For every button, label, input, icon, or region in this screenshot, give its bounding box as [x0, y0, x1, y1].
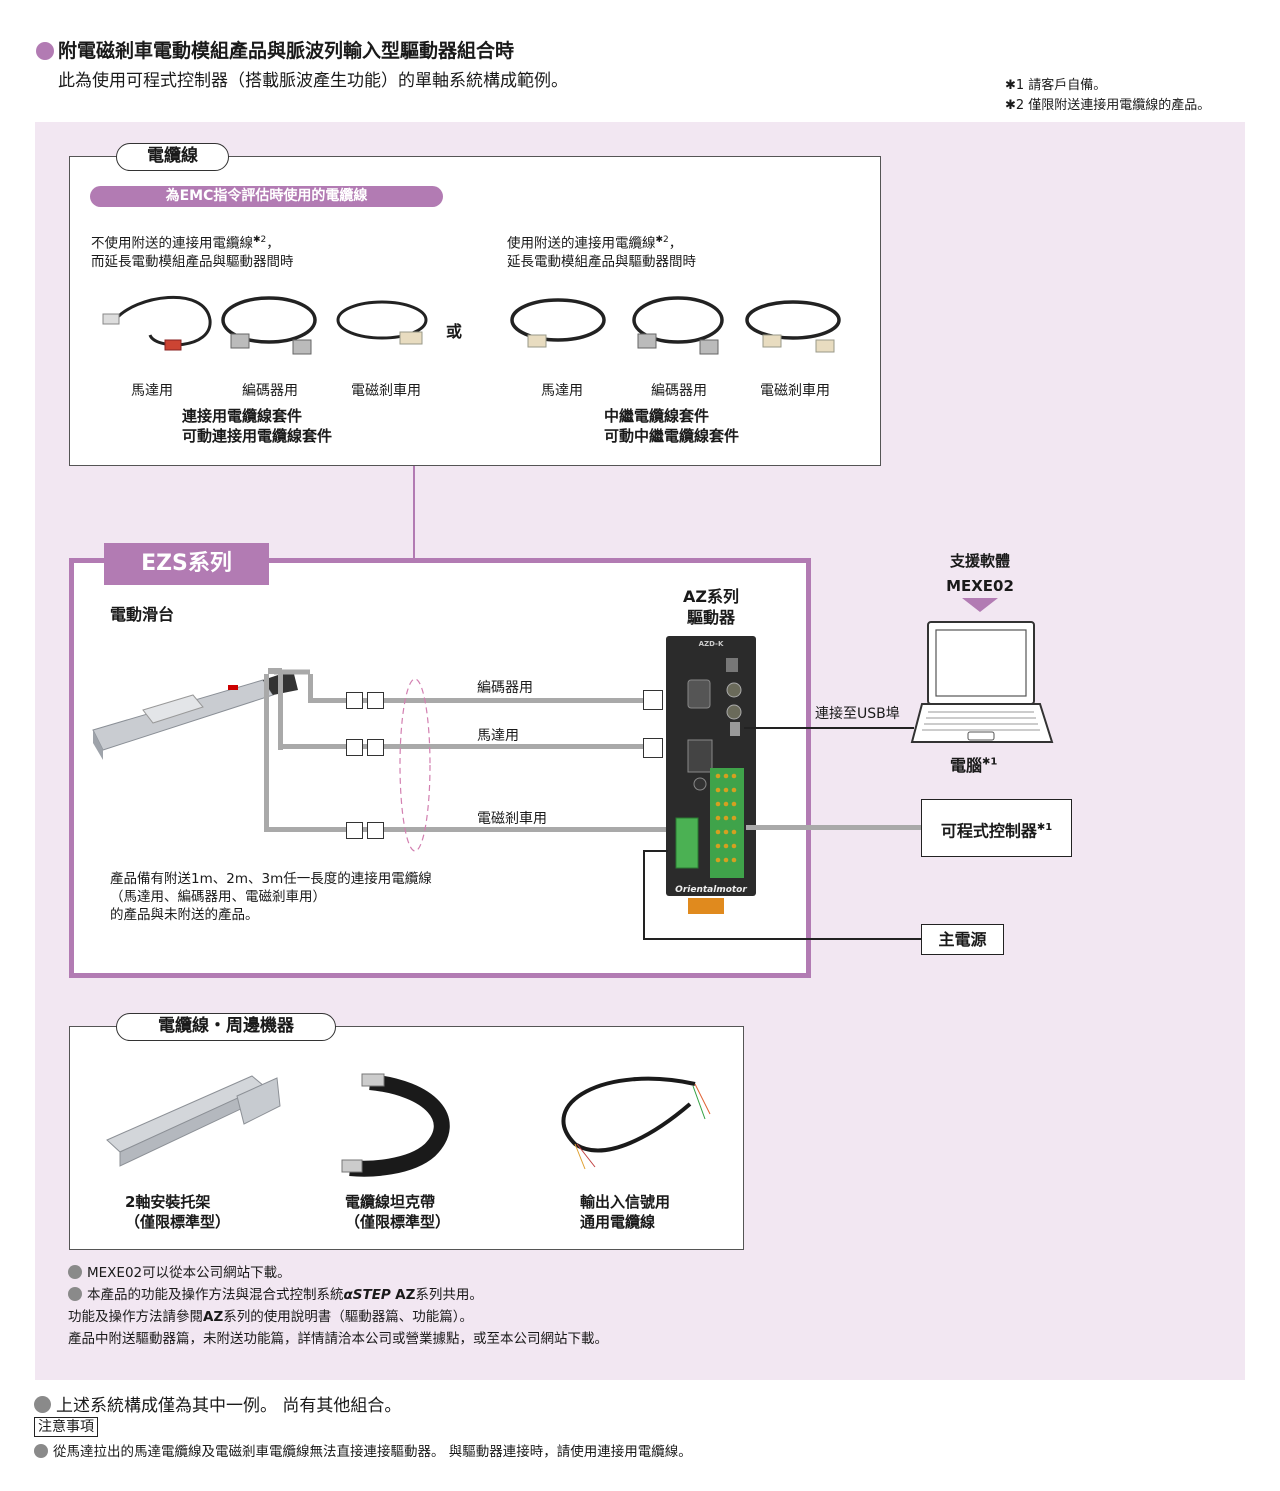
- laptop-icon: [910, 621, 1054, 743]
- note-download: 產品中附送驅動器篇，未附送功能篇，詳情請洽本公司或營業據點，或至本公司網站下載。: [68, 1331, 608, 1347]
- bottom-notes: MEXE02可以從本公司網站下載。 本產品的功能及操作方法與混合式控制系統αST…: [68, 1262, 608, 1350]
- accessories-box: [69, 1026, 744, 1250]
- line-label-encoder: 編碼器用: [477, 680, 533, 696]
- encoder-cable-drop: [308, 674, 313, 702]
- accessory-carrier-label: 電纜線坦克帶 （僅限標準型）: [345, 1193, 451, 1231]
- alpha-step-logo: αSTEP: [343, 1287, 391, 1303]
- footnote-2: ✱2 僅限附送連接用電纜線的產品。: [1005, 98, 1211, 113]
- left-label-encoder: 編碼器用: [242, 383, 298, 399]
- driver-brand-label: Orientalmotor: [675, 885, 747, 895]
- plc-box: 可程式控制器✱1: [921, 799, 1072, 857]
- footnotes: ✱1 請客戶自備。 ✱2 僅限附送連接用電纜線的產品。: [1005, 76, 1210, 116]
- left-label-brake: 電磁剎車用: [351, 383, 421, 399]
- bracket-image: [106, 1075, 281, 1167]
- encoder-connector-b: [367, 692, 384, 709]
- cable-brake-left-icon: [336, 300, 428, 345]
- footnote-1: ✱1 請客戶自備。: [1005, 78, 1107, 93]
- emc-bar: 為EMC指令評估時使用的電纜線: [90, 186, 443, 207]
- power-cable-vertical: [643, 850, 645, 939]
- cable-section-tag: 電纜線: [116, 143, 229, 171]
- slide-title: 電動滑台: [110, 605, 175, 624]
- bullet-icon: [68, 1287, 82, 1301]
- left-cable-desc: 不使用附送的連接用電纜線✱2， 而延長電動模組產品與驅動器間時: [91, 235, 294, 270]
- cable-section-box: [69, 156, 881, 466]
- electric-slide-image: [92, 670, 298, 760]
- note-mexe02: MEXE02可以從本公司網站下載。: [68, 1262, 608, 1284]
- software-label: 支援軟體 MEXE02: [946, 552, 1014, 595]
- right-label-encoder: 編碼器用: [651, 383, 707, 399]
- brake-connector-a: [346, 822, 363, 839]
- plc-cable: [746, 825, 922, 830]
- driver-motor-port: [643, 738, 663, 758]
- cable-encoder-right-icon: [632, 296, 724, 355]
- io-cable-image: [561, 1076, 711, 1170]
- motor-connector-b: [367, 739, 384, 756]
- caution-label: 注意事項: [34, 1417, 98, 1437]
- pc-label: 電腦✱1: [950, 756, 998, 775]
- note-manual: 功能及操作方法請參閱AZ系列的使用說明書（驅動器篇、功能篇）。: [68, 1309, 473, 1325]
- cable-motor-left-icon: [102, 296, 212, 351]
- right-label-motor: 馬達用: [541, 383, 583, 399]
- main-title: 附電磁剎車電動模組產品與脈波列輸入型驅動器組合時: [36, 36, 514, 63]
- accessories-tag: 電纜線・周邊機器: [116, 1013, 336, 1041]
- bullet-dot-icon: [36, 42, 54, 60]
- note-compat: 本產品的功能及操作方法與混合式控制系統αSTEP AZ系列共用。: [68, 1284, 608, 1306]
- left-cable-images: [102, 296, 428, 355]
- ezs-section-tag: EZS系列: [104, 543, 269, 585]
- cable-group-ellipse: [399, 678, 431, 852]
- motor-cable-drop: [278, 674, 283, 750]
- motor-connector-a: [346, 739, 363, 756]
- power-box: 主電源: [921, 924, 1004, 955]
- right-cable-images: [510, 296, 841, 355]
- caution-text: 從馬達拉出的馬達電纜線及電磁剎車電纜線無法直接連接驅動器。 與驅動器連接時，請使…: [34, 1440, 692, 1460]
- cable-brake-right-icon: [745, 300, 841, 353]
- motor-cable: [278, 744, 644, 749]
- encoder-connector-a: [346, 692, 363, 709]
- accessory-iocable-label: 輸出入信號用 通用電纜線: [580, 1193, 671, 1231]
- left-label-motor: 馬達用: [131, 383, 173, 399]
- ezs-description: 產品備有附送1m、2m、3m任一長度的連接用電纜線 （馬達用、編碼器用、電磁剎車…: [110, 871, 432, 923]
- driver-details: [675, 658, 744, 900]
- driver-mount-clip: [688, 898, 724, 914]
- software-arrow-icon: [962, 598, 998, 612]
- brake-cable-drop: [264, 674, 269, 832]
- line-label-brake: 電磁剎車用: [477, 811, 547, 827]
- right-label-brake: 電磁剎車用: [760, 383, 830, 399]
- right-kit-names: 中繼電纜線套件 可動中繼電纜線套件: [604, 407, 740, 445]
- cable-motor-right-icon: [510, 298, 606, 348]
- or-label: 或: [446, 322, 463, 341]
- usb-label: 連接至USB埠: [815, 706, 900, 722]
- line-label-motor: 馬達用: [477, 728, 519, 744]
- right-cable-desc: 使用附送的連接用電纜線✱2， 延長電動模組產品與驅動器間時: [507, 235, 696, 270]
- driver-title: AZ系列 驅動器: [683, 587, 739, 627]
- cable-carrier-image: [341, 1073, 450, 1177]
- footer-note: 上述系統構成僅為其中一例。 尚有其他組合。: [34, 1391, 401, 1416]
- power-cable-horizontal: [643, 938, 922, 940]
- left-kit-names: 連接用電纜線套件 可動連接用電纜線套件: [182, 407, 333, 445]
- driver-encoder-port: [643, 690, 663, 710]
- cable-encoder-left-icon: [221, 296, 317, 355]
- accessory-bracket-label: 2軸安裝托架 （僅限標準型）: [125, 1193, 231, 1231]
- power-cable-top: [643, 850, 668, 852]
- encoder-cable: [308, 698, 644, 703]
- brake-cable: [264, 827, 676, 832]
- cable-branch-lines: [274, 669, 310, 675]
- subtitle: 此為使用可程式控制器（搭載脈波產生功能）的單軸系統構成範例。: [58, 71, 568, 91]
- bullet-icon: [34, 1444, 48, 1458]
- driver-model-label: AZD-K: [698, 640, 724, 648]
- bullet-icon: [34, 1396, 51, 1413]
- bullet-icon: [68, 1265, 82, 1279]
- brake-connector-b: [367, 822, 384, 839]
- usb-cable: [744, 727, 914, 729]
